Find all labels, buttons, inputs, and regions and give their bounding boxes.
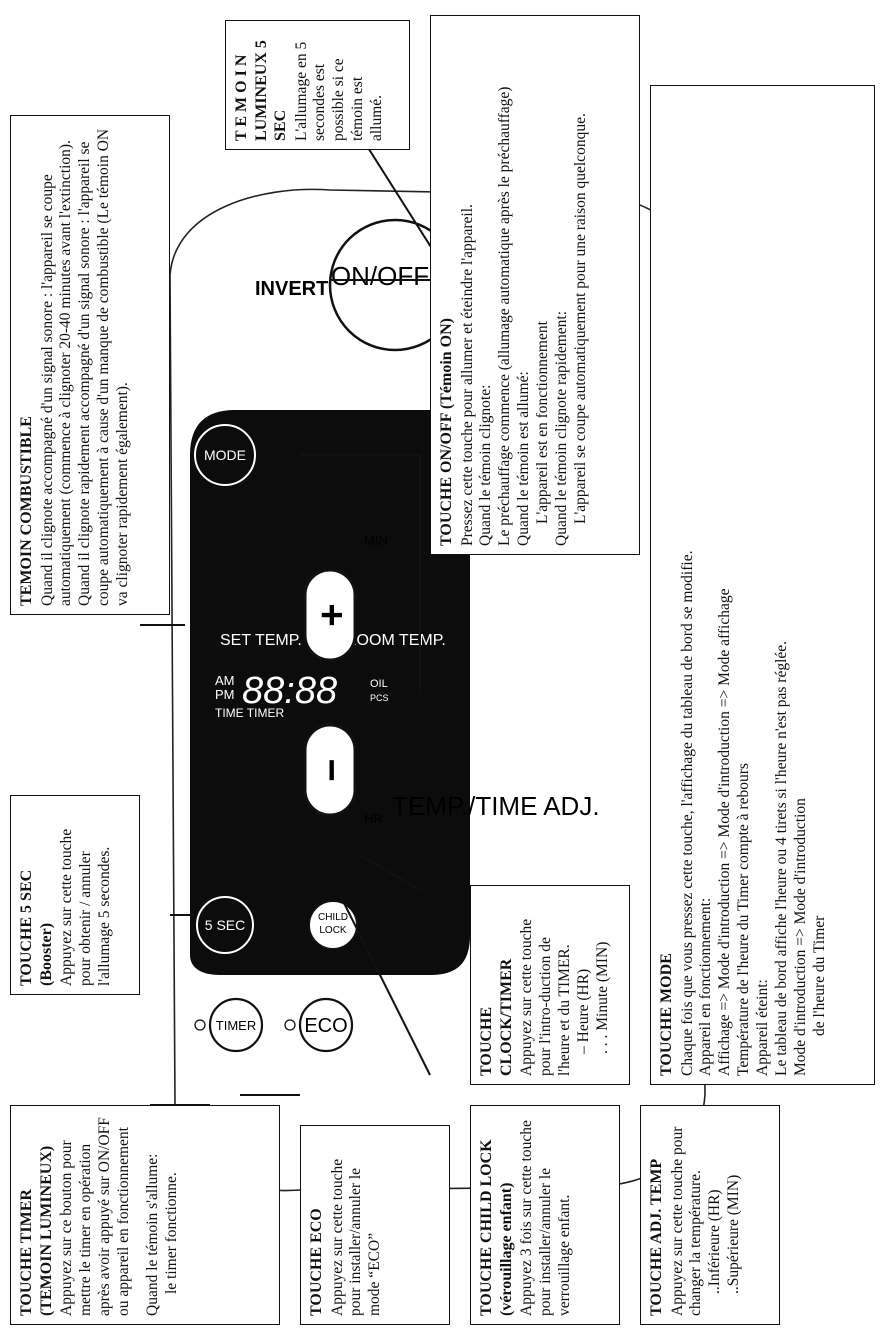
lcd-oil: OIL: [370, 678, 388, 690]
eco-box: TOUCHE ECO Appuyez sur cette touche pour…: [300, 1125, 450, 1325]
on-off-label: ON/OFF: [331, 261, 429, 291]
clock-title: TOUCHE CLOCK/TIMER: [478, 958, 515, 1076]
on-off-line-2: Quand le témoin clignote:: [477, 384, 495, 546]
lumineux-text: L'allumage en 5 secondes est possible si…: [292, 41, 386, 141]
lcd-am: AM: [215, 673, 235, 688]
plus-label: +: [310, 603, 354, 626]
combustible-text-1: Quand il clignote accompagné d'un signal…: [38, 140, 75, 606]
on-off-line-1: Pressez cette touche pour allumer et éte…: [458, 204, 476, 546]
child-lock-label-2: LOCK: [319, 925, 347, 936]
eco-text: Appuyez sur cette touche pour installer/…: [328, 1158, 384, 1316]
hr-label: HR: [364, 811, 383, 826]
eco-button-circle: [298, 997, 354, 1053]
clock-line-2: . . . Minute (MIN): [593, 941, 611, 1054]
combustible-title: TEMOIN COMBUSTIBLE: [18, 416, 35, 606]
mode-title: TOUCHE MODE: [658, 953, 675, 1076]
timer-text-3: le timer fonctionne.: [162, 1172, 180, 1294]
pointer-mode: [300, 454, 421, 695]
timer-text: Appuyez sur ce bouton pour mettre le tim…: [58, 1117, 132, 1316]
on-off-line-7: L'appareil se coupe automatiquement pour…: [571, 113, 589, 524]
on-off-line-3: Le préchauffage commence (allumage autom…: [496, 86, 514, 546]
clock-line-1: – Heure (HR): [574, 968, 592, 1054]
minus-button: [303, 723, 357, 817]
pointer-clock: [359, 854, 421, 891]
plus-button: [303, 568, 357, 662]
adj-temp-line-2: ..Supérieure (MIN): [725, 1174, 743, 1294]
on-off-box: TOUCHE ON/OFF (Témoin ON) Pressez cette …: [430, 15, 640, 555]
mode-on-row-2: Température de l'heure du Timer compte à…: [735, 763, 753, 1076]
eco-button-label: ECO: [304, 1015, 347, 1037]
child-lock-label-1: CHILD: [318, 912, 348, 923]
lumineux-box: T E M O I N LUMINEUX 5 SEC L'allumage en…: [225, 20, 410, 150]
timer-led: [194, 1019, 206, 1031]
mode-off-row-2: de l'heure du Timer: [810, 915, 828, 1036]
five-sec-title: TOUCHE 5 SEC (Booster): [18, 869, 55, 986]
timer-button-label: TIMER: [216, 1018, 256, 1033]
adj-temp-title: TOUCHE ADJ. TEMP: [648, 1158, 665, 1316]
five-sec-text: Appuyez sur cette touche pour obtenir / …: [58, 828, 113, 986]
child-lock-box: TOUCHE CHILD LOCK (vérouillage enfant) A…: [470, 1105, 620, 1325]
five-sec-label: 5 SEC: [205, 917, 245, 933]
five-sec-button-circle: [196, 896, 254, 954]
pointer-child-lock: [339, 894, 431, 1076]
mode-off-row: Mode d'introduction => Mode d'introducti…: [791, 798, 809, 1076]
child-lock-text: Appuyez 3 fois sur cette touche pour ins…: [518, 1120, 573, 1316]
timer-title: TOUCHE TIMER (TEMOIN LUMINEUX): [18, 1145, 55, 1316]
timer-button-circle: [208, 997, 264, 1053]
mode-on-row: Affichage => Mode d'introduction => Mode…: [716, 588, 734, 1076]
on-off-line-4: Quand le témoin est allumé:: [515, 371, 533, 546]
clock-text: Appuyez sur cette touche pour l'intro-du…: [518, 918, 573, 1076]
temp-time-adj-label: TEMP./TIME ADJ.: [392, 791, 600, 821]
lcd-pcs: PCS: [370, 693, 389, 703]
mode-intro: Chaque fois que vous pressez cette touch…: [678, 550, 696, 1076]
on-off-line-5: L'appareil est en fonctionnement: [534, 321, 552, 524]
mode-label: MODE: [204, 447, 246, 463]
lcd-display: [190, 410, 470, 975]
child-lock-button-circle: [308, 900, 358, 950]
lcd-digits: 88:88: [242, 670, 337, 712]
mode-box: TOUCHE MODE Chaque fois que vous pressez…: [650, 85, 875, 1085]
min-label: MIN: [364, 533, 388, 548]
eco-title: TOUCHE ECO: [308, 1208, 325, 1316]
mode-off-note: Le tableau de bord affiche l'heure ou 4 …: [773, 640, 791, 1076]
mode-on-label: Appareil en fonctionnement:: [697, 897, 715, 1076]
timer-box: TOUCHE TIMER (TEMOIN LUMINEUX) Appuyez s…: [10, 1105, 280, 1325]
timer-text-2: Quand le témoin s'allume:: [143, 1153, 161, 1317]
adj-temp-box: TOUCHE ADJ. TEMP Appuyez sur cette touch…: [640, 1105, 780, 1325]
on-off-line-6: Quand le témoin clignote rapidement:: [553, 310, 571, 546]
combustible-text-2: Quand il clignote rapidement accompagné …: [76, 128, 132, 606]
on-off-title: TOUCHE ON/OFF (Témoin ON): [438, 318, 455, 546]
mode-button-circle: [194, 424, 256, 486]
five-sec-box: TOUCHE 5 SEC (Booster) Appuyez sur cette…: [10, 795, 140, 995]
minus-label: −: [310, 758, 354, 781]
mode-off-label: Appareil éteint:: [754, 979, 772, 1076]
eco-led: [284, 1019, 296, 1031]
lcd-sub: TIME TIMER: [215, 706, 284, 720]
lcd-room-temp: ROOM TEMP.: [345, 632, 446, 649]
lcd-pm: PM: [215, 687, 235, 702]
lumineux-title: T E M O I N LUMINEUX 5 SEC: [233, 40, 290, 141]
clock-box: TOUCHE CLOCK/TIMER Appuyez sur cette tou…: [470, 885, 630, 1085]
adj-temp-text: Appuyez sur cette touche pour changer la…: [668, 1126, 705, 1316]
combustible-box: TEMOIN COMBUSTIBLE Quand il clignote acc…: [10, 115, 170, 615]
lcd-set-temp: SET TEMP.: [220, 632, 302, 649]
adj-temp-line-1: ..Inférieure (HR): [706, 1189, 724, 1294]
child-lock-title: TOUCHE CHILD LOCK (vérouillage enfant): [478, 1139, 515, 1316]
